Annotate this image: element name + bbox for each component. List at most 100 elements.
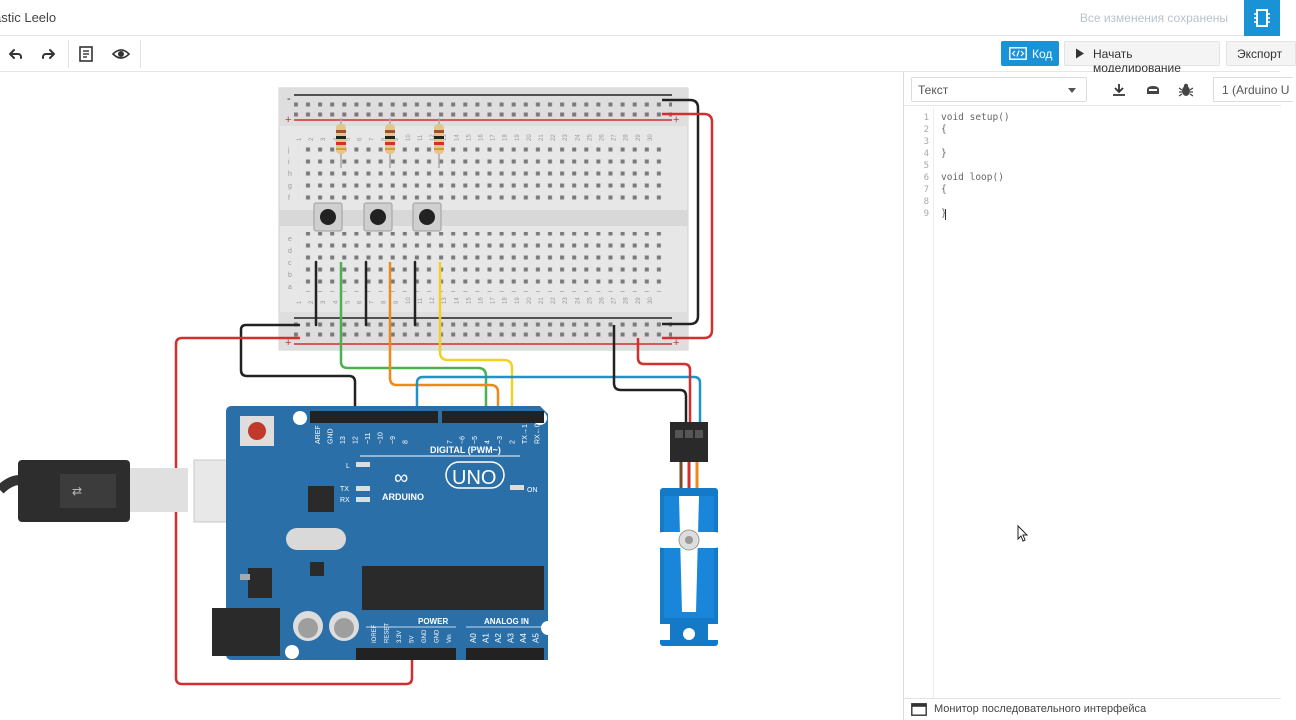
column-number: 29 <box>636 297 642 304</box>
analog-pin-label: A5 <box>532 633 541 643</box>
column-number: 19 <box>515 297 521 304</box>
atmega-chip <box>362 566 544 610</box>
serial-monitor-bar[interactable]: Монитор последовательного интерфейса <box>904 698 1281 720</box>
rail-minus-label: - <box>287 93 291 105</box>
column-number: 13 <box>442 134 448 141</box>
analog-pin-label: A2 <box>494 633 503 643</box>
rail-plus-label-bottom: + <box>285 337 291 349</box>
analog-in-label: ANALOG IN <box>484 617 529 626</box>
row-letter: j <box>287 147 290 154</box>
wire-orange[interactable] <box>388 262 500 420</box>
board-select-value: 1 (Arduino U <box>1222 83 1290 97</box>
breadboard-jumpers[interactable] <box>314 260 417 327</box>
resistor[interactable] <box>385 118 395 168</box>
code-mode-select[interactable]: Текст <box>911 77 1087 102</box>
breadboard[interactable]: - + + + + j i h g f e d c b a 1122334455… <box>278 87 689 351</box>
column-number: 8 <box>382 137 388 141</box>
column-number: 23 <box>563 134 569 141</box>
column-number: 9 <box>394 137 400 141</box>
project-name[interactable]: astic Leelo <box>0 10 57 25</box>
resistor[interactable] <box>336 118 346 168</box>
column-number: 17 <box>491 134 497 141</box>
column-number: 11 <box>418 297 424 304</box>
rx-led-label: RX <box>340 497 350 504</box>
visibility-button[interactable] <box>108 42 134 66</box>
wire-black-rail[interactable] <box>662 98 700 326</box>
pushbutton[interactable] <box>412 202 442 232</box>
wire-yellow[interactable] <box>438 262 514 420</box>
line-number: 4 <box>923 149 929 159</box>
library-button[interactable] <box>1138 77 1168 102</box>
code-line: } <box>941 148 947 159</box>
column-number: 15 <box>466 134 472 141</box>
column-number: 17 <box>491 297 497 304</box>
infinity-logo-icon: ∞ <box>394 467 408 489</box>
pushbutton[interactable] <box>313 202 343 232</box>
digital-pin-label: 8 <box>403 440 410 444</box>
power-pin-label: 3.3V <box>397 631 403 643</box>
line-number: 9 <box>923 209 929 219</box>
column-number: 5 <box>345 300 351 304</box>
power-label: POWER <box>418 617 448 626</box>
export-button[interactable]: Экспорт <box>1226 41 1296 66</box>
code-mode-value: Текст <box>918 83 949 97</box>
servo-motor[interactable] <box>655 422 723 646</box>
save-status: Все изменения сохранены <box>1079 11 1228 25</box>
analog-pin-label: A0 <box>469 633 478 643</box>
start-simulation-label: Начать моделирование <box>1093 47 1181 75</box>
serial-monitor-icon <box>911 703 927 716</box>
title-bar: astic Leelo Все изменения сохранены <box>0 0 1280 36</box>
wire-red-rail[interactable] <box>662 112 714 340</box>
line-number: 8 <box>923 197 929 207</box>
row-letter: f <box>288 195 290 202</box>
undo-button[interactable] <box>2 42 28 66</box>
wire-red-servo[interactable] <box>636 338 692 428</box>
wires[interactable] <box>174 98 714 686</box>
code-panel-toolbar: Текст 1 (Arduino U <box>904 72 1293 106</box>
circuit-canvas[interactable]: - + + + + j i h g f e d c b a 1122334455… <box>0 72 903 720</box>
wire-green[interactable] <box>339 262 488 420</box>
digital-pin-label: ~9 <box>390 436 397 444</box>
reset-button[interactable] <box>248 422 266 440</box>
pushbutton[interactable] <box>363 202 393 232</box>
digital-pin-label: ~11 <box>365 433 372 444</box>
code-button[interactable]: Код <box>1001 41 1059 66</box>
resistor[interactable] <box>434 118 444 168</box>
row-letter: i <box>288 159 290 166</box>
chip-icon <box>1254 9 1270 27</box>
column-number: 23 <box>563 297 569 304</box>
wire-red-5v[interactable] <box>174 336 414 686</box>
column-number: 15 <box>466 297 472 304</box>
component-panel-button[interactable] <box>1244 0 1280 36</box>
power-pin-label: GND <box>422 629 428 643</box>
redo-button[interactable] <box>36 42 62 66</box>
column-number: 4 <box>333 300 339 304</box>
column-number: 6 <box>358 300 364 304</box>
wire-blue-signal[interactable] <box>415 375 702 428</box>
digital-pin-label: 12 <box>353 436 360 444</box>
column-number: 1 <box>297 137 303 141</box>
digital-pin-label: ~10 <box>378 432 385 444</box>
column-number: 30 <box>648 134 654 141</box>
download-code-button[interactable] <box>1104 77 1134 102</box>
column-number: 28 <box>624 297 630 304</box>
line-number: 3 <box>923 137 929 147</box>
column-number: 14 <box>454 297 460 304</box>
code-editor[interactable]: 1 2 3 4 5 6 7 8 9 void setup() { } void … <box>904 108 1281 698</box>
wire-black-gnd[interactable] <box>239 323 357 420</box>
start-simulation-button[interactable]: Начать моделирование <box>1064 41 1220 75</box>
analog-pin-label: A1 <box>482 633 491 643</box>
line-number: 1 <box>923 113 929 123</box>
wire-black-servo[interactable] <box>612 325 688 428</box>
analog-pin-label: A3 <box>507 633 516 643</box>
notes-button[interactable] <box>73 42 99 66</box>
power-pin-label: RESET <box>385 623 391 643</box>
serial-monitor-label: Монитор последовательного интерфейса <box>934 703 1147 715</box>
board-select[interactable]: 1 (Arduino U <box>1213 77 1293 102</box>
debugger-button[interactable] <box>1171 77 1201 102</box>
text-cursor <box>945 209 946 220</box>
row-letter: a <box>288 284 292 291</box>
column-number: 2 <box>309 137 315 141</box>
